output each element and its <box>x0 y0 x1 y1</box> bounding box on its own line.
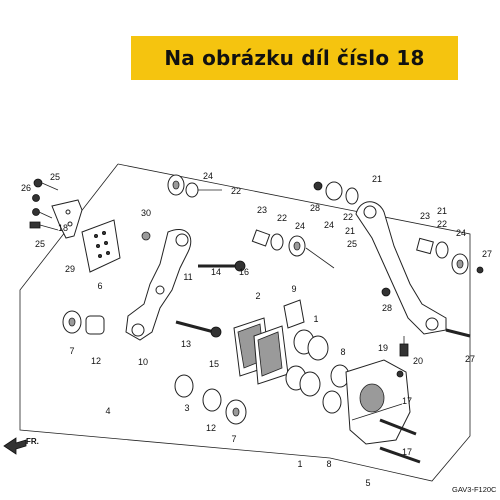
callout-c4: 4 <box>105 406 110 416</box>
callout-c17b: 17 <box>402 447 412 457</box>
mounting-bracket-group <box>29 178 83 239</box>
callout-c27a: 27 <box>482 249 492 259</box>
torque-arm <box>313 181 447 335</box>
callout-c25a: 25 <box>50 172 60 182</box>
part-number-banner: Na obrázku díl číslo 18 <box>131 36 458 80</box>
callout-c25c: 25 <box>347 239 357 249</box>
callout-c21b: 21 <box>345 226 355 236</box>
callout-c11: 11 <box>183 272 192 282</box>
caliper-body <box>345 359 411 445</box>
callout-c22a: 22 <box>231 186 241 196</box>
callout-c28a: 28 <box>310 203 320 213</box>
callout-c24c: 24 <box>324 220 334 230</box>
callout-c14: 14 <box>211 267 221 277</box>
banner-text: Na obrázku díl číslo 18 <box>164 46 425 70</box>
callout-c21c: 21 <box>437 206 447 216</box>
lower-left-bushings <box>62 310 247 425</box>
callout-c8b: 8 <box>326 459 331 469</box>
callout-c5: 5 <box>365 478 370 488</box>
callout-c1a: 1 <box>313 314 318 324</box>
callout-c7b: 7 <box>231 434 236 444</box>
callout-c12b: 12 <box>206 423 216 433</box>
callout-c1b: 1 <box>297 459 302 469</box>
callout-c22d: 22 <box>437 219 447 229</box>
callout-c17a: 17 <box>402 396 412 406</box>
callout-c21a: 21 <box>372 174 382 184</box>
caliper-pins <box>379 418 421 464</box>
pin-washer <box>141 231 151 241</box>
right-bushings <box>381 237 484 338</box>
caliper-bracket <box>125 229 192 341</box>
callout-c8a: 8 <box>340 347 345 357</box>
callout-c23b: 23 <box>420 211 430 221</box>
front-direction-arrow: FR. <box>3 437 39 455</box>
callout-c23a: 23 <box>257 205 267 215</box>
brake-pads <box>233 317 289 385</box>
callout-c24a: 24 <box>203 171 213 181</box>
callout-c15: 15 <box>209 359 219 369</box>
callout-c2: 2 <box>255 291 260 301</box>
pad-shim <box>283 299 305 329</box>
callout-c22b: 22 <box>277 213 287 223</box>
callout-c28b: 28 <box>382 303 392 313</box>
callout-c7a: 7 <box>69 346 74 356</box>
assembly-frame <box>117 163 471 482</box>
callout-c22c: 22 <box>343 212 353 222</box>
callout-c13: 13 <box>181 339 191 349</box>
top-bushings <box>167 174 222 198</box>
callout-c6: 6 <box>97 281 102 291</box>
pad-spring-plate <box>81 219 121 273</box>
callout-c24d: 24 <box>456 228 466 238</box>
callout-c20: 20 <box>413 356 423 366</box>
bleed-valve <box>399 336 409 357</box>
callout-c25b: 25 <box>35 239 45 249</box>
callout-c26: 26 <box>21 183 31 193</box>
drawing-code: GAV3-F120C <box>452 485 497 494</box>
callout-c24b: 24 <box>295 221 305 231</box>
callout-c27b: 27 <box>465 354 475 364</box>
callout-c30: 30 <box>141 208 151 218</box>
front-marker-label: FR. <box>26 437 39 446</box>
callout-c10: 10 <box>138 357 148 367</box>
callout-c18: 18 <box>58 223 68 233</box>
mid-bushings <box>251 229 335 269</box>
slide-pins <box>175 260 246 338</box>
callout-c3: 3 <box>184 403 189 413</box>
piston-seals <box>285 329 350 414</box>
callout-c19: 19 <box>378 343 388 353</box>
callout-c12a: 12 <box>91 356 101 366</box>
callout-c29: 29 <box>65 264 75 274</box>
callout-c16: 16 <box>239 267 249 277</box>
callout-c9: 9 <box>291 284 296 294</box>
